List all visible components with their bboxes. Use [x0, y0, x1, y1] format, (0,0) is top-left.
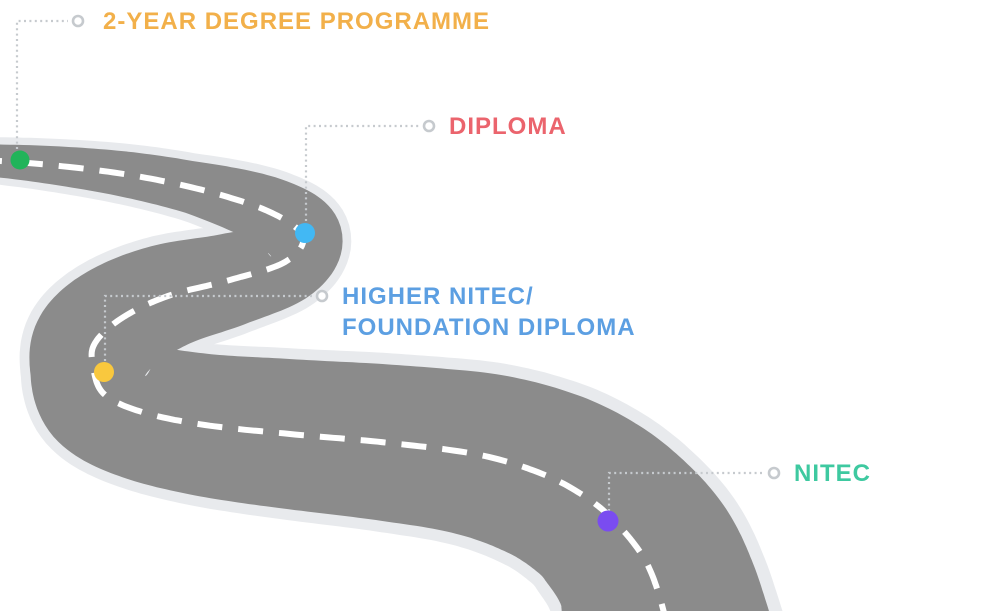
ring-icon-higher-nitec — [315, 289, 329, 303]
leader-line-degree — [15, 19, 68, 149]
milestone-label-text: HIGHER NITEC/ — [342, 283, 534, 310]
milestone-label-text: DIPLOMA — [449, 113, 567, 140]
milestone-dot-nitec — [597, 510, 619, 532]
ring-icon-degree — [71, 14, 85, 28]
milestone-dot-higher-nitec — [94, 362, 114, 382]
leader-lines — [15, 14, 781, 511]
milestone-label-higher-nitec: HIGHER NITEC/ FOUNDATION DIPLOMA — [342, 281, 636, 343]
leader-line-nitec — [607, 471, 764, 511]
milestone-label-degree: 2-YEAR DEGREE PROGRAMME — [103, 6, 490, 37]
milestone-dot-degree — [10, 150, 30, 170]
milestone-label-text: 2-YEAR DEGREE PROGRAMME — [103, 8, 491, 35]
milestone-label-text: FOUNDATION DIPLOMA — [342, 314, 636, 341]
milestone-label-nitec: NITEC — [794, 458, 871, 489]
milestone-dot-diploma — [295, 223, 315, 243]
ring-icon-nitec — [767, 466, 781, 480]
milestone-label-diploma: DIPLOMA — [449, 111, 567, 142]
ring-icon-diploma — [422, 119, 436, 133]
road-surface — [0, 144, 769, 611]
milestone-dots — [10, 150, 619, 532]
road-centerline-dashes — [0, 157, 667, 611]
winding-road — [0, 137, 783, 611]
milestone-label-text: NITEC — [794, 460, 871, 487]
leader-line-higher-nitec — [103, 294, 312, 361]
